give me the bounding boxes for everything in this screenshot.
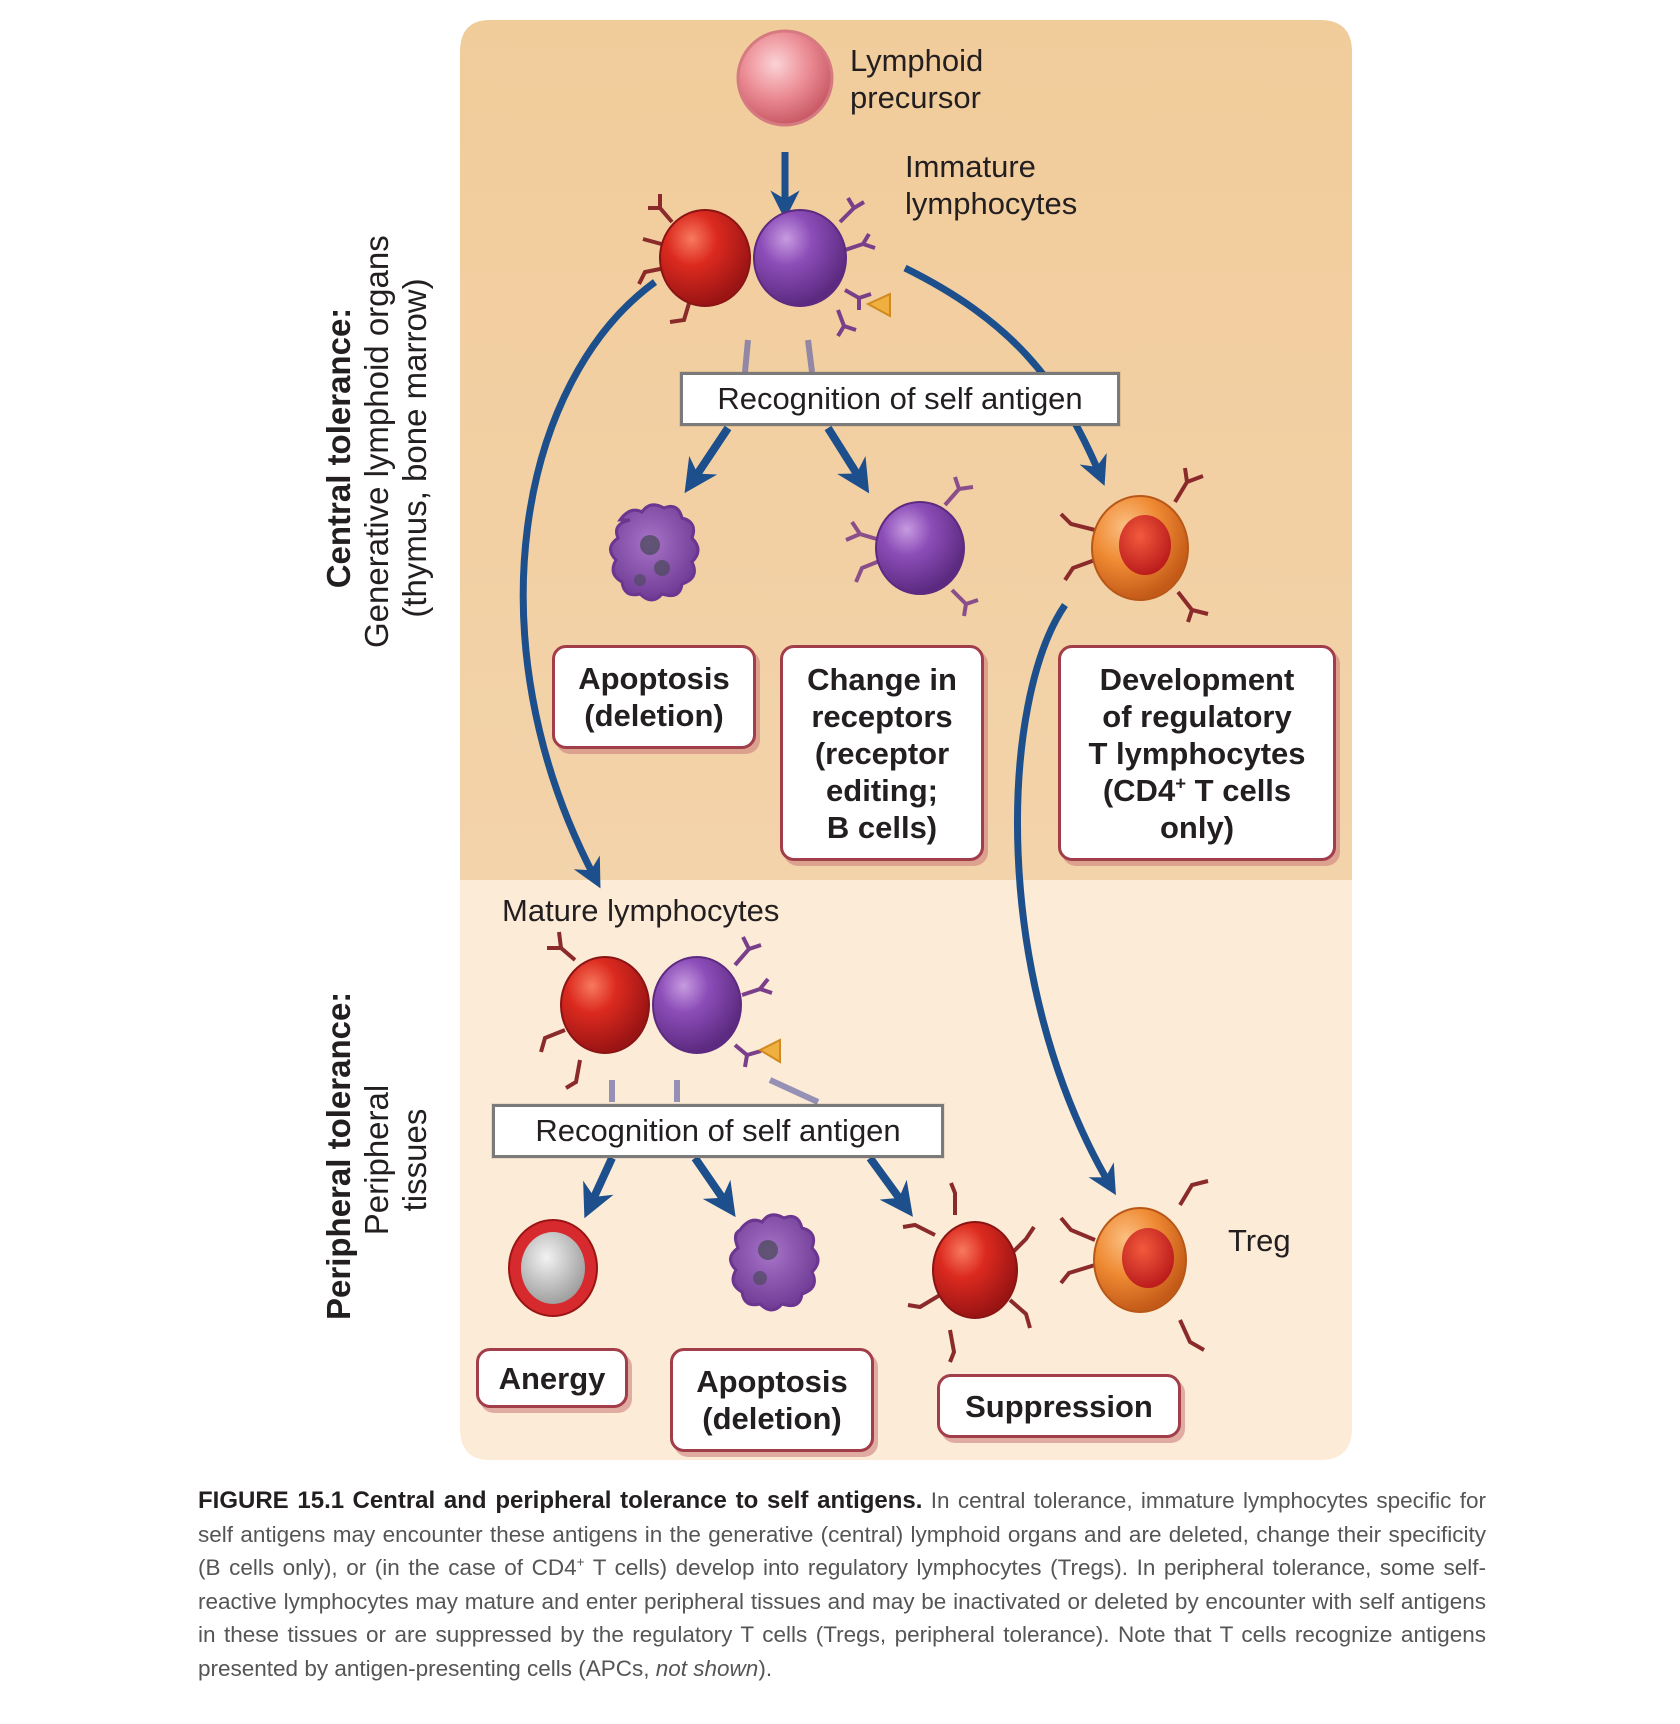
- peripheral-tolerance-label: Peripheral tolerance: Peripheral tissues: [320, 991, 440, 1320]
- treg-cell-peripheral: [1059, 1179, 1209, 1352]
- connector-line: [768, 1077, 820, 1105]
- b-cell-receptor-editing: [845, 476, 979, 617]
- caption-body: In central tolerance, immature lymphocyt…: [198, 1488, 1486, 1580]
- recognition-box-central: Recognition of self antigen: [680, 372, 1120, 426]
- anergic-cell: [508, 1219, 598, 1317]
- connector-line: [805, 339, 815, 373]
- figure-caption: FIGURE 15.1 Central and peripheral toler…: [198, 1484, 1486, 1685]
- outcome-line: Development: [1099, 661, 1295, 697]
- central-tolerance-examples: (thymus, bone marrow): [396, 278, 433, 618]
- suppressed-t-cell: [902, 1182, 1036, 1363]
- immature-line2: lymphocytes: [905, 186, 1078, 221]
- outcome-apoptosis-central: Apoptosis (deletion): [552, 645, 756, 749]
- outcome-apoptosis-peripheral: Apoptosis (deletion): [670, 1348, 874, 1452]
- central-tolerance-label: Central tolerance: Generative lymphoid o…: [320, 235, 440, 648]
- figure-number: FIGURE 15.1: [198, 1487, 345, 1514]
- arrow-to-central-apoptosis: [684, 425, 732, 494]
- outcome-line: editing;: [826, 772, 938, 808]
- outcome-line: (receptor: [814, 735, 950, 771]
- outcome-line: only): [1159, 809, 1235, 845]
- outcome-line: B cells): [826, 809, 938, 845]
- caption-superscript: +: [576, 1554, 585, 1570]
- outcome-line: (deletion): [702, 1401, 842, 1436]
- arrow-to-anergy: [583, 1156, 616, 1219]
- outcome-line: receptors: [811, 698, 953, 734]
- immature-b-cell: [753, 196, 891, 338]
- arrow-to-receptor-editing: [824, 425, 870, 494]
- apoptotic-cell-central: [609, 503, 700, 602]
- caption-body-2: T cells) develop into regulatory lymphoc…: [198, 1555, 1486, 1681]
- treg-label: Treg: [1228, 1223, 1291, 1258]
- mature-lymphocytes-label: Mature lymphocytes: [502, 893, 780, 928]
- outcome-treg-development: Development of regulatory T lymphocytes …: [1058, 645, 1336, 861]
- lymphoid-precursor-label: Lymphoid precursor: [850, 42, 983, 116]
- figure-title: Central and peripheral tolerance to self…: [352, 1487, 923, 1514]
- arrow-immature-to-treg-development: [903, 264, 1107, 486]
- outcome-suppression: Suppression: [937, 1374, 1181, 1438]
- lymphoid-precursor-line1: Lymphoid: [850, 43, 984, 78]
- caption-italic: not shown: [655, 1655, 759, 1681]
- outcome-line: Anergy: [498, 1360, 606, 1396]
- outcome-line: Apoptosis: [696, 1364, 848, 1399]
- peripheral-tolerance-title: Peripheral tolerance:: [320, 991, 357, 1320]
- apoptotic-cell-peripheral: [729, 1213, 820, 1312]
- peripheral-tolerance-location-2: tissues: [396, 1108, 433, 1212]
- mature-b-cell: [652, 936, 781, 1068]
- mature-t-cell: [539, 931, 650, 1090]
- lymphoid-precursor-line2: precursor: [850, 80, 981, 115]
- outcome-line: (CD4+ T cells: [1102, 772, 1292, 808]
- outcome-line: Apoptosis: [578, 661, 730, 696]
- immature-lymphocytes-label: Immature lymphocytes: [905, 148, 1077, 222]
- peripheral-tolerance-location: Peripheral: [358, 1084, 395, 1236]
- immature-line1: Immature: [905, 149, 1036, 184]
- outcome-anergy: Anergy: [476, 1348, 628, 1408]
- recognition-box-peripheral: Recognition of self antigen: [492, 1104, 944, 1158]
- lymphoid-precursor-cell: [736, 29, 834, 127]
- outcome-line: Suppression: [965, 1388, 1153, 1424]
- treg-cell-central: [1059, 467, 1209, 623]
- outcome-line: T lymphocytes: [1088, 735, 1306, 771]
- arrow-immature-to-mature: [519, 279, 658, 889]
- superscript-plus: +: [1175, 772, 1187, 794]
- central-tolerance-title: Central tolerance:: [320, 307, 357, 589]
- outcome-line: (deletion): [584, 698, 724, 733]
- immature-t-cell: [637, 194, 751, 324]
- caption-end: ).: [758, 1655, 773, 1681]
- outcome-line: of regulatory: [1102, 698, 1292, 734]
- connector-line: [742, 339, 751, 373]
- arrow-to-suppression: [866, 1155, 913, 1217]
- arrow-to-peripheral-apoptosis: [691, 1155, 736, 1218]
- outcome-line: Change in: [807, 661, 957, 697]
- central-tolerance-location: Generative lymphoid organs: [358, 235, 395, 648]
- outcome-receptor-editing: Change in receptors (receptor editing; B…: [780, 645, 984, 861]
- arrow-treg-to-periphery: [1014, 603, 1116, 1196]
